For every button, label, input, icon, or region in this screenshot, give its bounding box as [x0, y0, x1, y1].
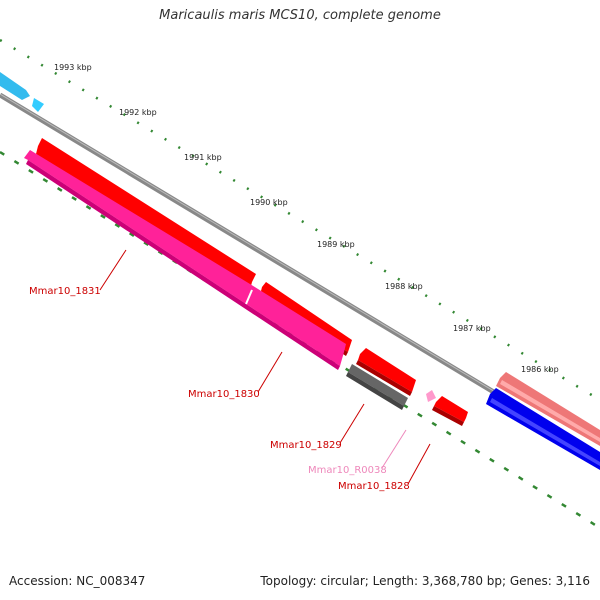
gene-mmar10-1829[interactable]	[348, 364, 408, 406]
gene-label-mmar10-1828[interactable]: Mmar10_1828	[338, 481, 410, 492]
leader-mmar10-1829	[339, 403, 365, 444]
gene-mmar10-1831[interactable]	[36, 138, 256, 290]
gene-pink-split	[245, 289, 253, 305]
tick-label-1992: 1992 kbp	[119, 108, 157, 117]
tick-label-1991: 1991 kbp	[184, 153, 222, 162]
leader-mmar10-1828	[407, 443, 431, 485]
tick-label-1989: 1989 kbp	[317, 240, 355, 249]
tick-label-1990: 1990 kbp	[250, 198, 288, 207]
gene-label-mmar10-1830[interactable]: Mmar10_1830	[188, 389, 260, 400]
gene-blue-highlight	[490, 398, 600, 466]
outer-tick-track	[0, 38, 600, 402]
gene-label-mmar10-r0038[interactable]: Mmar10_R0038	[308, 465, 387, 476]
leader-mmar10-1830	[257, 351, 283, 393]
map-title: Maricaulis maris MCS10, complete genome	[159, 8, 441, 23]
gene-cyan-arrow[interactable]	[32, 98, 44, 112]
gene-label-mmar10-1829[interactable]: Mmar10_1829	[270, 440, 342, 451]
gene-red-3[interactable]	[358, 348, 416, 392]
gene-red-3-shade[interactable]	[356, 360, 412, 396]
tick-label-1993: 1993 kbp	[54, 63, 92, 72]
gene-mmar10-1828[interactable]	[434, 396, 468, 422]
leader-mmar10-1831	[99, 249, 127, 291]
gene-mmar10-r0038[interactable]	[426, 390, 436, 402]
leader-mmar10-r0038	[381, 429, 407, 469]
gene-cyan[interactable]	[0, 72, 30, 100]
gene-mmar10-1830[interactable]	[24, 150, 346, 366]
topology-text: Topology: circular; Length: 3,368,780 bp…	[260, 574, 590, 588]
accession-text: Accession: NC_008347	[9, 574, 146, 588]
tick-label-1986: 1986 kbp	[521, 365, 559, 374]
gene-salmon-highlight	[500, 380, 600, 442]
gene-mmar10-1829-shade[interactable]	[346, 372, 404, 410]
gene-mmar10-1828-shade[interactable]	[432, 406, 464, 426]
tick-label-1988: 1988 kbp	[385, 282, 423, 291]
tick-label-1987: 1987 kbp	[453, 324, 491, 333]
gene-mmar10-1830-shade[interactable]	[26, 160, 340, 370]
gene-label-mmar10-1831[interactable]: Mmar10_1831	[29, 286, 101, 297]
